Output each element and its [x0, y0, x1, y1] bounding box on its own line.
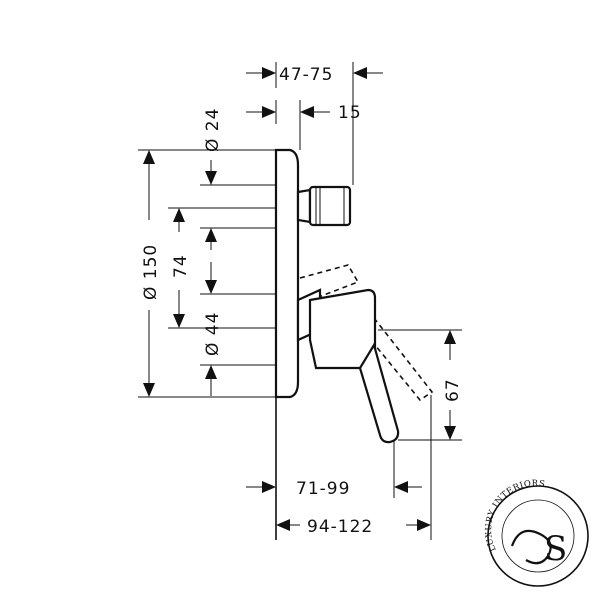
mixer-handle — [296, 288, 400, 444]
dim-47-75: 47-75 — [246, 62, 383, 88]
logo-monogram: S — [544, 529, 567, 569]
escutcheon-plate — [274, 148, 300, 399]
diverter-knob — [296, 185, 352, 227]
dim-94-122: 94-122 — [276, 517, 431, 537]
dim-71-99: 71-99 — [246, 479, 422, 499]
label-diameter-150: Ø 150 — [141, 244, 161, 300]
dim-15: 15 — [246, 100, 362, 124]
label-15: 15 — [338, 103, 362, 123]
lever-alt-position — [299, 264, 434, 402]
dim-74: 74 — [168, 207, 276, 329]
label-diameter-24: Ø 24 — [203, 108, 223, 152]
dim-diameter-24: Ø 24 — [200, 108, 276, 250]
label-94-122: 94-122 — [307, 517, 373, 537]
label-diameter-44: Ø 44 — [203, 312, 223, 356]
label-67: 67 — [443, 378, 463, 402]
dim-diameter-44: Ø 44 — [200, 262, 276, 396]
dim-67: 67 — [378, 329, 463, 441]
logo-swirl-icon — [510, 529, 552, 565]
brand-logo: LUXURY INTERIORS S — [484, 479, 589, 587]
label-47-75: 47-75 — [279, 65, 333, 85]
label-74: 74 — [171, 254, 191, 278]
dim-diameter-150: Ø 150 — [138, 149, 276, 398]
label-71-99: 71-99 — [296, 479, 350, 499]
